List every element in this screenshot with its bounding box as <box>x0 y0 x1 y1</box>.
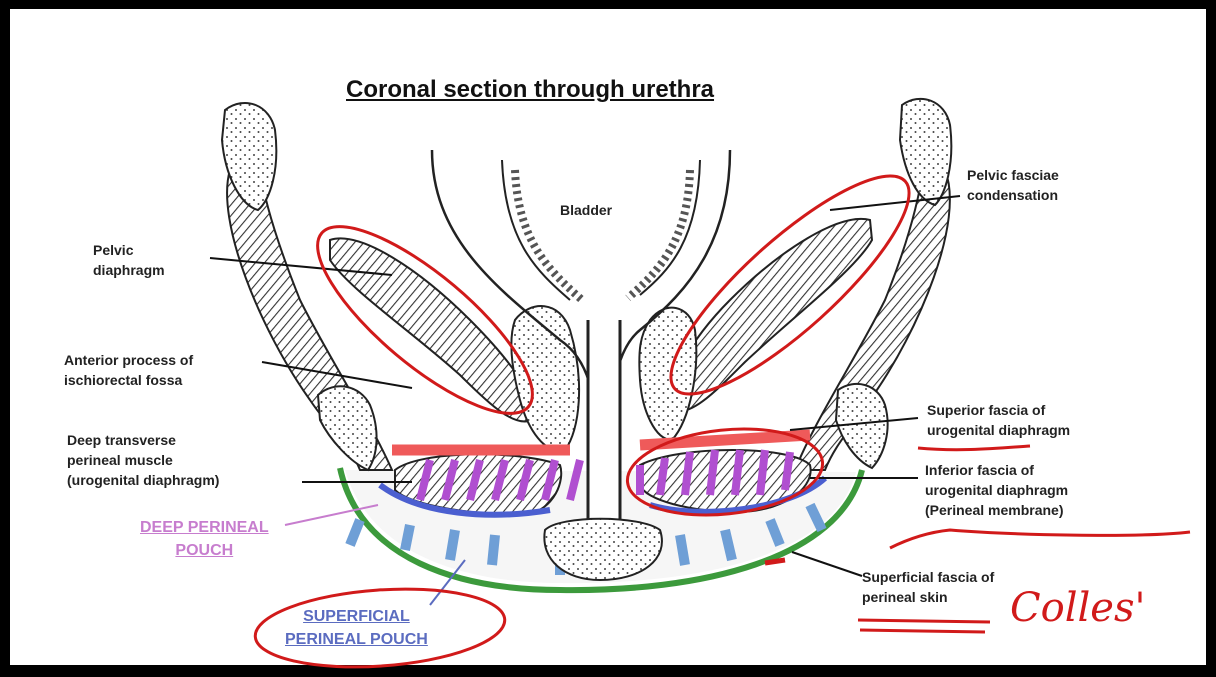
label-inferior-fascia-line3: (Perineal membrane) <box>925 500 1068 520</box>
label-pelvic-diaphragm-line1: Pelvic <box>93 240 165 260</box>
label-inferior-fascia-line2: urogenital diaphragm <box>925 480 1068 500</box>
leader-superficial-fascia <box>792 552 862 576</box>
annotation-underline-superior-fascia <box>918 446 1030 450</box>
label-deep-perineal-pouch: DEEP PERINEAL POUCH <box>140 516 269 562</box>
label-superficial-pouch-line2: PERINEAL POUCH <box>285 628 428 651</box>
label-deep-transverse-line1: Deep transverse <box>67 430 219 450</box>
annotation-dash <box>765 560 785 563</box>
left-bone-lower <box>318 386 377 470</box>
label-inferior-fascia-line1: Inferior fascia of <box>925 460 1068 480</box>
label-anterior-process-line1: Anterior process of <box>64 350 193 370</box>
diagram-title: Coronal section through urethra <box>346 76 714 104</box>
leader-superficial-pouch <box>430 560 465 605</box>
label-deep-transverse-line3: (urogenital diaphragm) <box>67 470 219 490</box>
label-pelvic-diaphragm: Pelvic diaphragm <box>93 240 165 280</box>
label-deep-pouch-line1: DEEP PERINEAL <box>140 516 269 539</box>
bladder-mucosa <box>515 170 690 300</box>
label-pelvic-fasciae-line1: Pelvic fasciae <box>967 165 1059 185</box>
label-deep-pouch-line2: POUCH <box>140 539 269 562</box>
right-periurethral-tissue <box>639 308 696 440</box>
label-bladder: Bladder <box>560 200 612 220</box>
bladder-wall-right-outer <box>640 160 700 295</box>
label-superior-fascia: Superior fascia of urogenital diaphragm <box>927 400 1070 440</box>
label-superficial-perineal-pouch: SUPERFICIAL PERINEAL POUCH <box>285 605 428 651</box>
label-superficial-fascia: Superficial fascia of perineal skin <box>862 567 994 607</box>
handwritten-annotation: Colles' <box>1010 585 1145 631</box>
label-superior-fascia-line2: urogenital diaphragm <box>927 420 1070 440</box>
annotation-underline-superficial-fascia <box>858 620 990 632</box>
label-pelvic-fasciae: Pelvic fasciae condensation <box>967 165 1059 205</box>
label-anterior-process-line2: ischiorectal fossa <box>64 370 193 390</box>
label-superficial-fascia-line2: perineal skin <box>862 587 994 607</box>
label-superficial-pouch-line1: SUPERFICIAL <box>285 605 428 628</box>
label-pelvic-fasciae-line2: condensation <box>967 185 1059 205</box>
urethra <box>588 320 620 539</box>
label-deep-transverse-line2: perineal muscle <box>67 450 219 470</box>
label-pelvic-diaphragm-line2: diaphragm <box>93 260 165 280</box>
label-anterior-process: Anterior process of ischiorectal fossa <box>64 350 193 390</box>
annotation-underline-perineal-membrane <box>890 530 1190 548</box>
label-inferior-fascia: Inferior fascia of urogenital diaphragm … <box>925 460 1068 520</box>
label-superficial-fascia-line1: Superficial fascia of <box>862 567 994 587</box>
label-deep-transverse-muscle: Deep transverse perineal muscle (urogeni… <box>67 430 219 490</box>
label-superior-fascia-line1: Superior fascia of <box>927 400 1070 420</box>
